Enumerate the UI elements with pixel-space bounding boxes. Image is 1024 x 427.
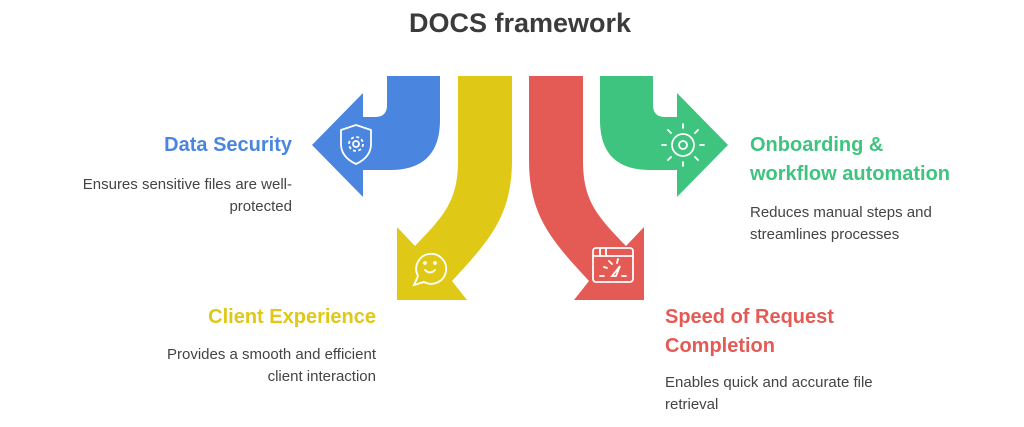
onboarding-description: Reduces manual steps and streamlines pro…: [750, 202, 932, 246]
smiley-chat-icon: [412, 252, 448, 287]
client-experience-heading: Client Experience: [208, 306, 376, 328]
client-experience-description: Provides a smooth and efficient client i…: [167, 344, 376, 388]
desc-line: Provides a smooth and efficient: [166, 346, 376, 363]
shield-gear-icon: [340, 124, 372, 165]
desc-line: streamlines processes: [750, 226, 900, 243]
speed-of-request-heading: Speed of Request Completion: [665, 303, 834, 361]
desc-line: retrieval: [665, 396, 719, 413]
heading-line: Completion: [665, 335, 775, 357]
red-arrow: [529, 76, 644, 300]
sun-gear-icon: [661, 123, 705, 167]
heading-line: Onboarding &: [750, 134, 884, 156]
desc-line: Ensures sensitive files are well-: [82, 176, 292, 193]
speedometer-window-icon: [592, 247, 634, 283]
speed-of-request-description: Enables quick and accurate file retrieva…: [665, 372, 873, 416]
green-arrow: [600, 76, 728, 197]
heading-line: workflow automation: [750, 163, 950, 185]
desc-line: Reduces manual steps and: [750, 204, 932, 221]
desc-line: protected: [229, 198, 292, 215]
data-security-heading: Data Security: [164, 134, 292, 156]
yellow-arrow: [397, 76, 512, 300]
blue-arrow: [312, 76, 440, 197]
heading-line: Speed of Request: [665, 306, 834, 328]
data-security-description: Ensures sensitive files are well- protec…: [83, 174, 292, 218]
desc-line: Enables quick and accurate file: [665, 374, 873, 391]
onboarding-heading: Onboarding & workflow automation: [750, 131, 950, 189]
diagram-title: DOCS framework: [408, 8, 632, 38]
desc-line: client interaction: [267, 368, 376, 385]
